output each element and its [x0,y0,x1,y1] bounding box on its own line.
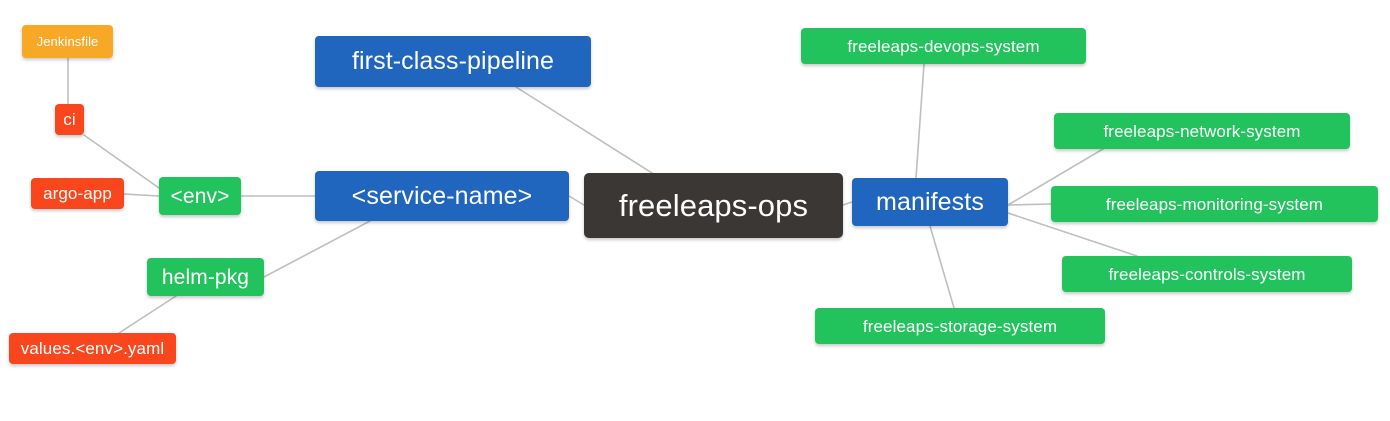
mindmap-node-label: <env> [170,184,230,208]
mindmap-node-ci[interactable]: ci [55,104,84,135]
mindmap-node-env[interactable]: <env> [159,177,241,215]
mindmap-node-label: ci [63,110,76,129]
mindmap-node-jenkinsfile[interactable]: Jenkinsfile [22,25,113,58]
edge-env-to-argo-app [123,193,160,197]
mindmap-node-label: freeleaps-monitoring-system [1105,194,1324,214]
edge-service-name-to-helm-pkg [263,220,371,278]
mindmap-node-label: first-class-pipeline [351,47,555,75]
mindmap-node-label: freeleaps-controls-system [1108,264,1306,284]
edge-manifests-to-freeleaps-storage-system [929,225,955,309]
mindmap-node-freeleaps-monitoring-system[interactable]: freeleaps-monitoring-system [1051,186,1378,222]
mindmap-node-first-class-pipeline[interactable]: first-class-pipeline [315,36,591,87]
mindmap-node-label: freeleaps-network-system [1103,121,1301,141]
mindmap-node-freeleaps-network-system[interactable]: freeleaps-network-system [1054,113,1350,149]
edge-helm-pkg-to-values-env-yaml [118,295,177,334]
mindmap-node-label: Jenkinsfile [36,34,99,49]
mindmap-node-freeleaps-devops-system[interactable]: freeleaps-devops-system [801,28,1086,64]
mindmap-node-label: freeleaps-storage-system [862,316,1058,336]
mindmap-node-label: <service-name> [351,181,533,210]
edge-freeleaps-ops-to-manifests [842,201,853,206]
mindmap-node-label: freeleaps-ops [618,188,809,223]
mindmap-node-argo-app[interactable]: argo-app [31,178,124,209]
mindmap-node-freeleaps-controls-system[interactable]: freeleaps-controls-system [1062,256,1352,292]
mindmap-node-service-name[interactable]: <service-name> [315,171,569,221]
mindmap-node-helm-pkg[interactable]: helm-pkg [147,258,264,296]
mindmap-node-freeleaps-storage-system[interactable]: freeleaps-storage-system [815,308,1105,344]
mindmap-node-label: values.<env>.yaml [20,339,165,358]
mindmap-node-values-env-yaml[interactable]: values.<env>.yaml [9,333,176,364]
edge-freeleaps-ops-to-service-name [568,195,585,206]
edge-manifests-to-freeleaps-devops-system [915,63,925,179]
mindmap-node-label: freeleaps-devops-system [847,36,1040,56]
mindmap-node-label: manifests [876,187,984,216]
mindmap-node-manifests[interactable]: manifests [852,178,1008,226]
edge-freeleaps-ops-to-first-class-pipeline [515,86,653,174]
mindmap-node-label: helm-pkg [161,265,250,289]
mindmap-node-label: argo-app [43,184,112,203]
edge-manifests-to-freeleaps-monitoring-system [1007,203,1052,206]
mindmap-node-freeleaps-ops[interactable]: freeleaps-ops [584,173,843,238]
